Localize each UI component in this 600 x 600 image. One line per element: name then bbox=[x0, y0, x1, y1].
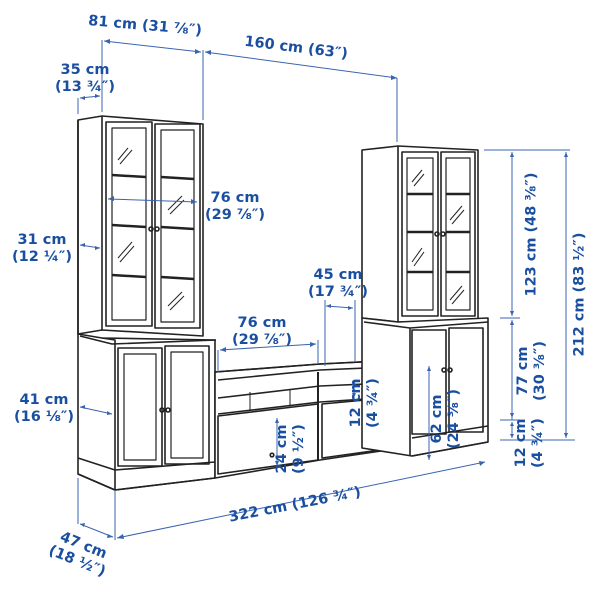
dim-label-inch: (9 ½″) bbox=[290, 424, 307, 474]
dim-plinth-height: 12 cm (4 ¾″) bbox=[513, 418, 547, 468]
dim-label-inch: (16 ⅛″) bbox=[14, 409, 74, 425]
dim-label-cm: 76 cm bbox=[237, 315, 287, 331]
dim-label-cm: 62 cm bbox=[428, 394, 445, 444]
dim-lower-height: 77 cm (30 ⅜″) bbox=[515, 341, 549, 401]
dim-label-inch: (29 ⅞″) bbox=[232, 332, 292, 348]
dim-label-cm: 31 cm bbox=[17, 232, 67, 248]
dim-lower-depth: 41 cm (16 ⅛″) bbox=[14, 392, 74, 426]
left-lower-cabinet bbox=[77, 333, 217, 491]
dim-label-cm: 24 cm bbox=[273, 424, 290, 474]
dim-label-text: 123 cm (48 ⅜″) bbox=[523, 172, 540, 297]
right-lower-cabinet bbox=[361, 317, 489, 457]
dim-label-inch: (4 ¾″) bbox=[364, 378, 381, 428]
dim-shelf-height: 12 cm (4 ¾″) bbox=[348, 378, 382, 428]
dim-label-cm: 12 cm bbox=[347, 378, 364, 428]
dim-tv-bench-width: 76 cm (29 ⅞″) bbox=[232, 315, 292, 349]
dimension-lines bbox=[77, 40, 575, 540]
dim-cabinet-inner-width: 76 cm (29 ⅞″) bbox=[205, 190, 265, 224]
arrowheads bbox=[80, 39, 568, 539]
dim-bench-height: 62 cm (24 ⅜″) bbox=[429, 389, 463, 449]
dim-label-inch: (24 ⅜″) bbox=[445, 389, 462, 449]
dim-label-inch: (30 ⅜″) bbox=[531, 341, 548, 401]
dim-label-inch: (17 ¾″) bbox=[308, 284, 368, 300]
dim-label-cm: 12 cm bbox=[512, 418, 529, 468]
dim-label-inch: (4 ¾″) bbox=[529, 418, 546, 468]
dim-upper-depth: 31 cm (12 ¼″) bbox=[12, 232, 72, 266]
dim-upper-height: 123 cm (48 ⅜″) bbox=[524, 172, 541, 296]
dim-label-cm: 45 cm bbox=[313, 267, 363, 283]
dim-label-text: 212 cm (83 ½″) bbox=[571, 232, 588, 357]
dim-label-cm: 76 cm bbox=[210, 190, 260, 206]
dim-total-height: 212 cm (83 ½″) bbox=[572, 232, 589, 356]
dim-label-inch: (13 ¾″) bbox=[55, 79, 115, 95]
left-glass-cabinet bbox=[77, 115, 204, 337]
dim-label-cm: 35 cm bbox=[60, 62, 110, 78]
dim-label-cm: 41 cm bbox=[19, 392, 69, 408]
dim-tv-bench-depth: 45 cm (17 ¾″) bbox=[308, 267, 368, 301]
dim-label-cm: 77 cm bbox=[514, 346, 531, 396]
dim-label-inch: (12 ¼″) bbox=[12, 249, 72, 265]
right-glass-cabinet bbox=[361, 145, 479, 323]
dim-label-inch: (29 ⅞″) bbox=[205, 207, 265, 223]
dim-upper-side-depth: 35 cm (13 ¾″) bbox=[55, 62, 115, 96]
dim-drawer-height: 24 cm (9 ½″) bbox=[274, 424, 308, 474]
